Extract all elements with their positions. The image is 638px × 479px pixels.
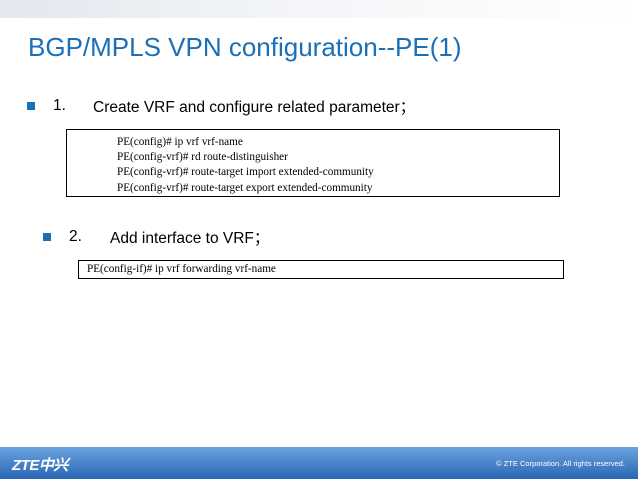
code-line: PE(config-if)# ip vrf forwarding vrf-nam… [87,263,276,275]
step-1-number: 1. [53,97,66,114]
step-2: 2. Add interface to VRF； [43,226,269,248]
code-line: PE(config-vrf)# rd route-distinguisher [117,151,288,164]
copyright-notice: © ZTE Corporation. All rights reserved. [496,459,625,468]
square-bullet-icon [27,102,35,110]
step-2-number: 2. [69,228,82,245]
square-bullet-icon [43,233,51,241]
step-1-text: Create VRF and configure related paramet… [93,99,416,116]
code-block-interface: PE(config-if)# ip vrf forwarding vrf-nam… [78,260,564,279]
code-line: PE(config-vrf)# route-target export exte… [117,181,373,194]
header-band [0,0,638,18]
code-line: PE(config)# ip vrf vrf-name [117,136,243,148]
step-1: 1. Create VRF and configure related para… [27,95,415,117]
zte-logo: ZTE中兴 [12,457,68,474]
footer-band: ZTE中兴 © ZTE Corporation. All rights rese… [0,447,638,479]
slide-title: BGP/MPLS VPN configuration--PE(1) [28,32,462,62]
step-2-text: Add interface to VRF； [110,230,270,247]
code-block-vrf: PE(config)# ip vrf vrf-name PE(config-vr… [66,129,560,197]
code-line: PE(config-vrf)# route-target import exte… [117,166,374,179]
